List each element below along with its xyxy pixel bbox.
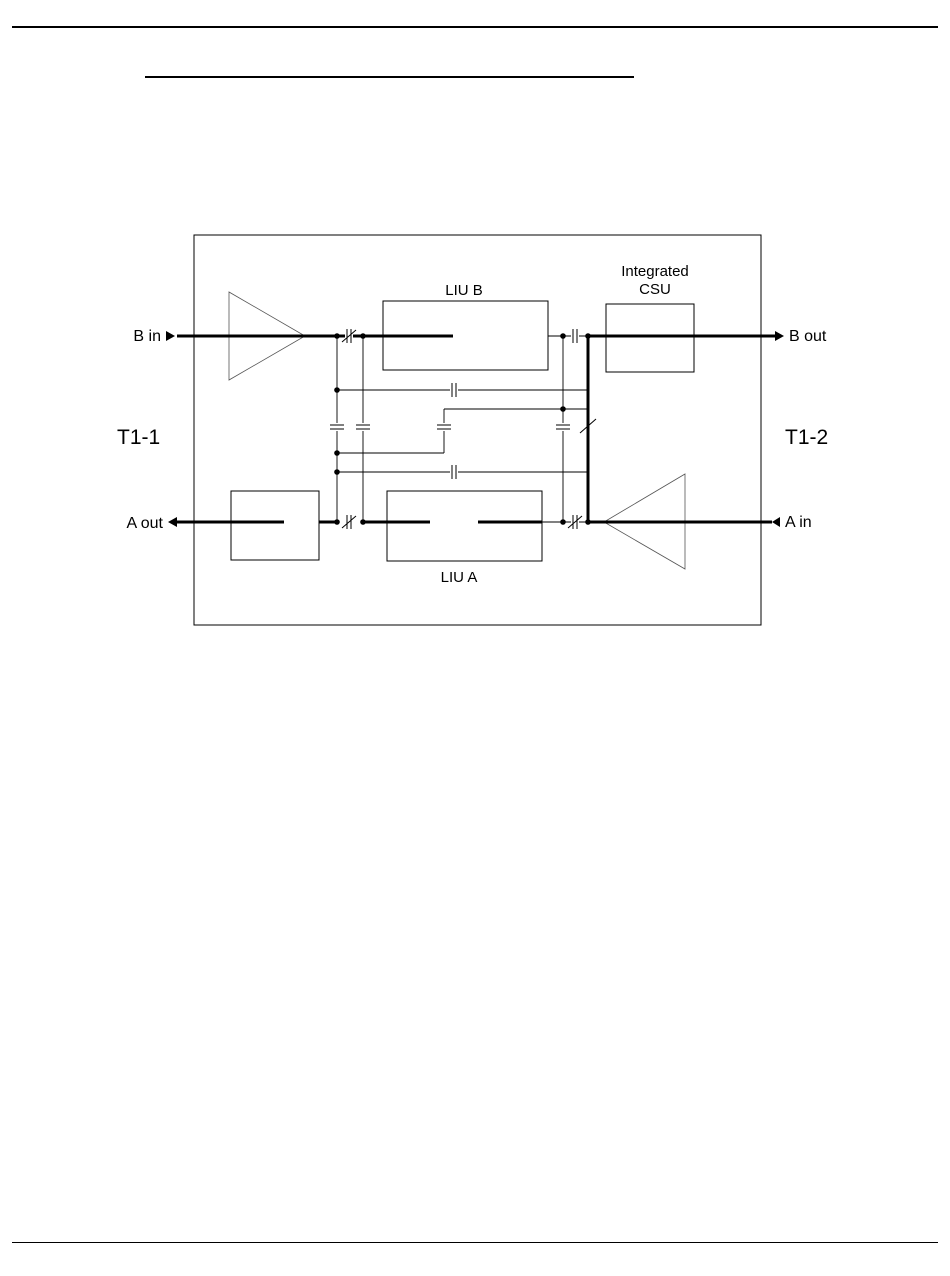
t1-2-label: T1-2 — [785, 426, 828, 449]
t1-1-label: T1-1 — [117, 426, 160, 449]
b-in-arrow-icon — [166, 331, 175, 341]
b-out-arrow-icon — [775, 331, 784, 341]
liu-b-label: LIU B — [445, 282, 483, 299]
csu-box — [606, 304, 694, 372]
csu-label-line1: Integrated — [621, 263, 689, 280]
a-in-arrow-icon — [772, 517, 780, 527]
b-out-label: B out — [789, 328, 827, 345]
bypass-wiring — [337, 336, 588, 522]
a-out-arrow-icon — [168, 517, 177, 527]
a-out-label: A out — [127, 515, 164, 532]
csu-label-line2: CSU — [639, 281, 671, 298]
junction-dots — [334, 333, 591, 525]
a-out-block-box — [231, 491, 319, 560]
b-in-label: B in — [133, 328, 161, 345]
relay-contacts — [330, 329, 596, 529]
a-in-label: A in — [785, 514, 812, 531]
liu-a-label: LIU A — [441, 569, 478, 586]
liu-a-box — [387, 491, 542, 561]
signal-paths — [176, 336, 776, 522]
